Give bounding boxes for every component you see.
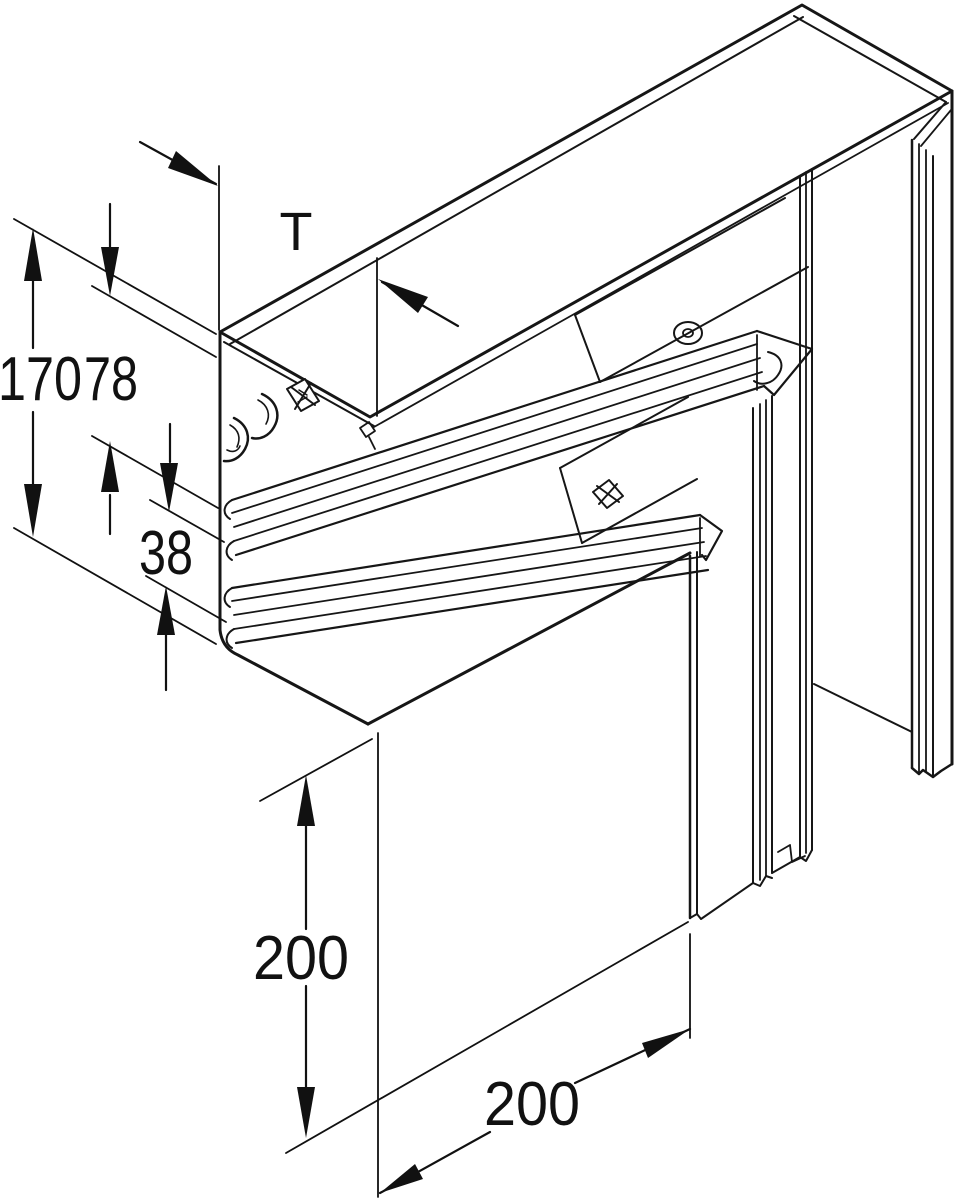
right-wall: [813, 89, 954, 779]
arrowhead: [380, 1164, 423, 1193]
lower-gusset-plate: [559, 396, 698, 544]
dim-overall-height: 170: [0, 218, 217, 645]
dim-rail-spacing: 38: [139, 422, 227, 692]
vertical-run-panels: [688, 168, 813, 920]
dim-horizontal-leg: 200: [377, 732, 692, 1198]
arrowhead: [24, 228, 42, 281]
part-outline-group: [218, 3, 954, 920]
rail-cut-curve-marker: [250, 392, 279, 440]
phillips-screw-marker: [286, 378, 320, 412]
phillips-screw-marker: [592, 479, 624, 509]
dim-label-overall-height: 170: [0, 345, 82, 414]
upper-rail: [223, 329, 814, 561]
cover-band: [218, 3, 954, 428]
arrowhead: [157, 586, 175, 635]
dim-label-vertical-leg: 200: [253, 924, 349, 993]
arrowhead: [642, 1029, 690, 1058]
dim-label-depth: T: [280, 202, 313, 262]
dim-label-horizontal-leg: 200: [484, 1070, 580, 1139]
arrowhead: [101, 441, 119, 492]
arrowhead: [297, 775, 315, 826]
dim-vertical-leg: 200: [253, 738, 689, 1154]
arrowhead: [297, 1087, 315, 1138]
dim-label-cover-height: 78: [84, 345, 138, 414]
dim-depth-t: T: [138, 140, 460, 417]
dim-label-rail-spacing: 38: [139, 519, 193, 588]
arrowhead: [160, 463, 178, 512]
arrowhead: [24, 484, 42, 537]
arrowhead: [168, 151, 218, 186]
lower-rail: [223, 513, 724, 649]
corner-gusset-plate: [574, 197, 809, 383]
arrowhead: [101, 247, 119, 296]
rivet-marker: [673, 321, 703, 345]
dimension-annotations: T 170 78: [0, 140, 692, 1198]
rail-cut-curve-marker: [222, 416, 250, 463]
dim-cover-height: 78: [84, 202, 219, 536]
